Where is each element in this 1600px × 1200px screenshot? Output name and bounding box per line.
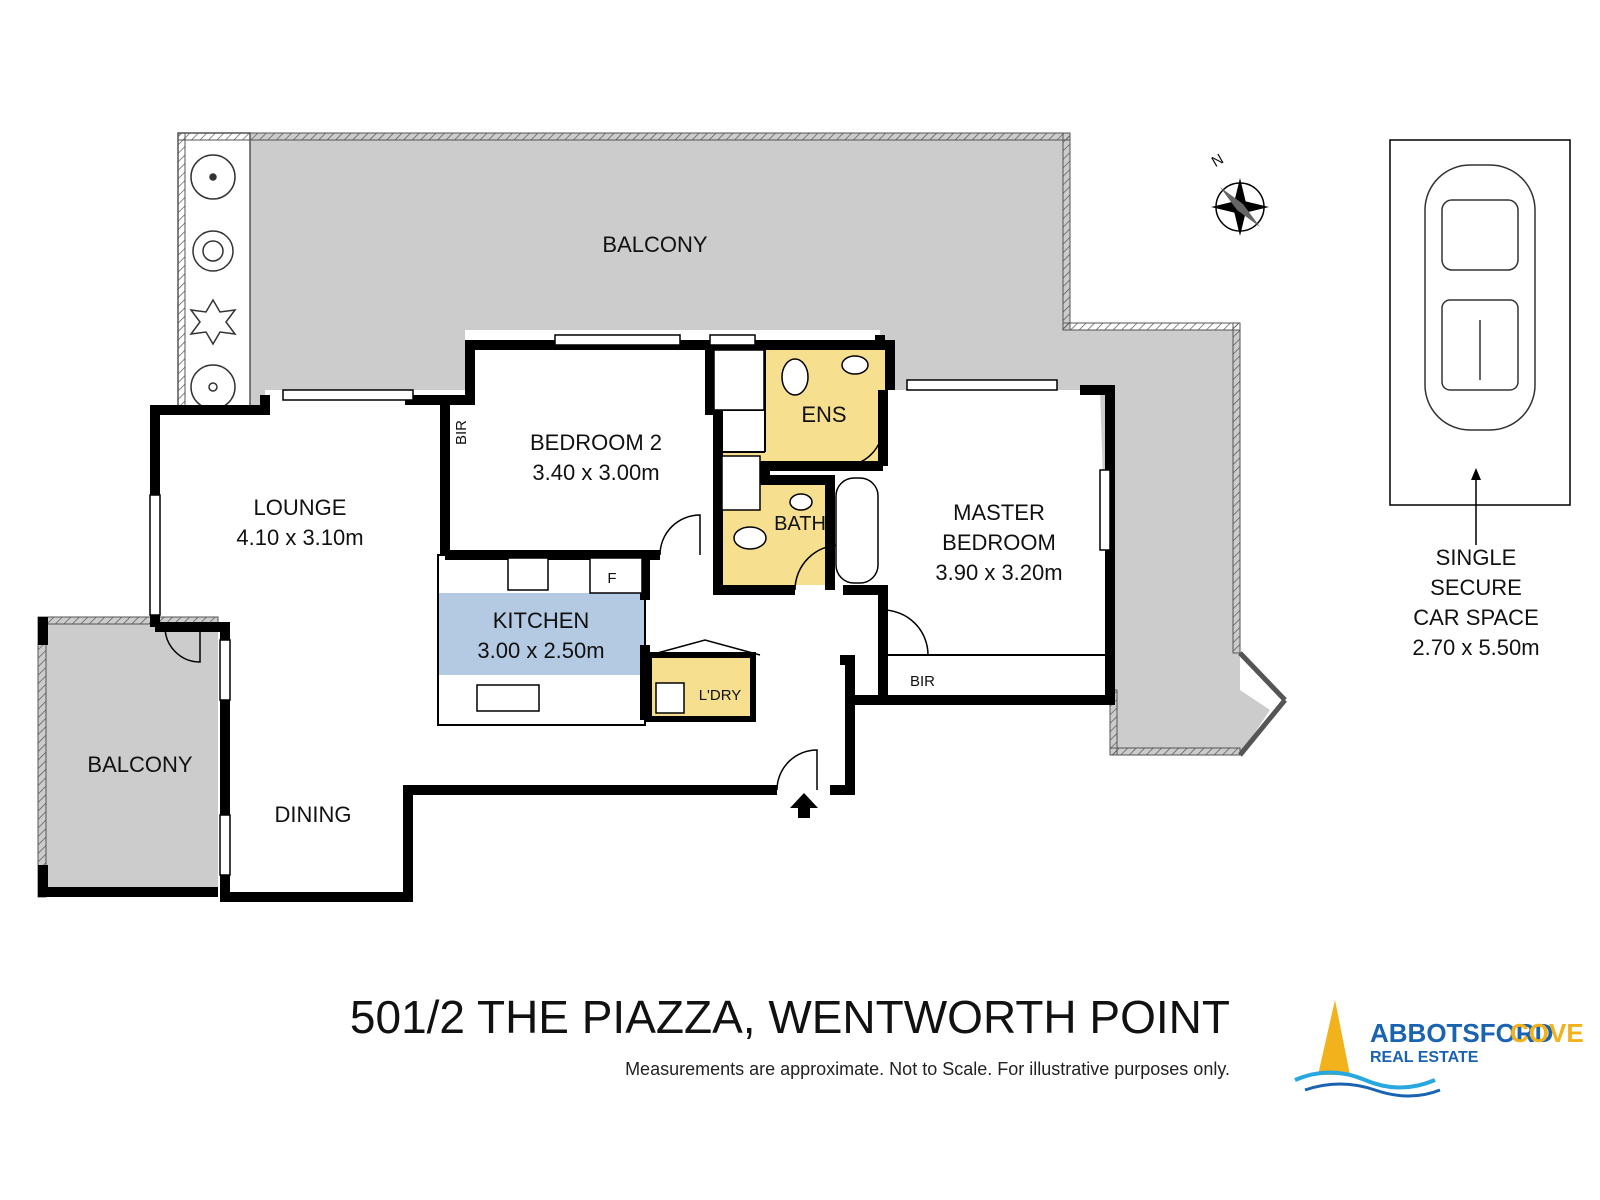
doors xyxy=(164,425,929,791)
master-bedroom-label-2: BEDROOM xyxy=(942,530,1056,555)
shower-icon xyxy=(721,455,761,511)
car-space-line-2: SECURE xyxy=(1430,575,1522,600)
plant-icon xyxy=(190,154,236,200)
compass-label: N xyxy=(1209,151,1227,171)
sink-icon xyxy=(476,684,540,712)
svg-text:ABBOTSFORD: ABBOTSFORD xyxy=(1370,1018,1553,1048)
laundry-tub-icon xyxy=(655,682,685,714)
cooktop-icon xyxy=(507,557,549,591)
basin-icon xyxy=(789,493,813,511)
balcony-left xyxy=(37,616,219,898)
kitchen-size: 3.00 x 2.50m xyxy=(477,638,604,663)
plant-icon xyxy=(192,230,234,272)
bedroom-2-label: BEDROOM 2 xyxy=(530,430,662,455)
toilet-icon xyxy=(733,526,767,550)
fixtures xyxy=(476,139,1571,714)
svg-text:COVE: COVE xyxy=(1510,1018,1584,1048)
car-space-line-3: CAR SPACE xyxy=(1413,605,1539,630)
svg-text:REAL ESTATE: REAL ESTATE xyxy=(1370,1049,1479,1066)
entry-arrow-icon xyxy=(790,793,818,818)
plant-icons xyxy=(189,154,237,410)
sail-icon xyxy=(1318,1000,1350,1075)
car-space-line-4: 2.70 x 5.50m xyxy=(1412,635,1539,660)
bedroom-2-size: 3.40 x 3.00m xyxy=(532,460,659,485)
car-space-line-1: SINGLE xyxy=(1436,545,1517,570)
lounge-label: LOUNGE xyxy=(254,495,347,520)
company-logo: ABBOTSFORD COVE REAL ESTATE xyxy=(1294,1000,1584,1098)
ensuite-label: ENS xyxy=(801,402,846,427)
room-labels: BALCONY BEDROOM 2 3.40 x 3.00m ENS BATH … xyxy=(87,232,1539,827)
bathtub-icon xyxy=(835,477,879,584)
toilet-icon xyxy=(781,358,809,396)
water-icon xyxy=(1294,1070,1436,1090)
balcony-top-label: BALCONY xyxy=(602,232,707,257)
bir-label-master: BIR xyxy=(910,673,935,690)
fridge-label: F xyxy=(607,570,616,587)
windows xyxy=(149,334,1111,876)
address-title: 501/2 THE PIAZZA, WENTWORTH POINT xyxy=(350,991,1230,1043)
master-bedroom-label-1: MASTER xyxy=(953,500,1045,525)
fridge-icon xyxy=(589,557,643,594)
lounge-size: 4.10 x 3.10m xyxy=(236,525,363,550)
plant-icon xyxy=(189,298,237,346)
master-bedroom-size: 3.90 x 3.20m xyxy=(935,560,1062,585)
balcony-top xyxy=(177,132,1287,757)
balcony-left-label: BALCONY xyxy=(87,752,192,777)
laundry-label: L'DRY xyxy=(699,687,742,704)
dining-label: DINING xyxy=(275,802,352,827)
basin-icon xyxy=(841,355,869,375)
kitchen-label: KITCHEN xyxy=(493,608,590,633)
bir-label-bedroom2: BIR xyxy=(453,420,470,445)
bath-label: BATH xyxy=(774,513,826,535)
shower-icon xyxy=(713,349,765,411)
thin-walls xyxy=(437,346,1110,726)
compass-icon: N xyxy=(1209,151,1269,236)
disclaimer: Measurements are approximate. Not to Sca… xyxy=(625,1059,1230,1079)
kitchen-fill xyxy=(438,593,646,675)
car-icon xyxy=(1424,164,1536,431)
